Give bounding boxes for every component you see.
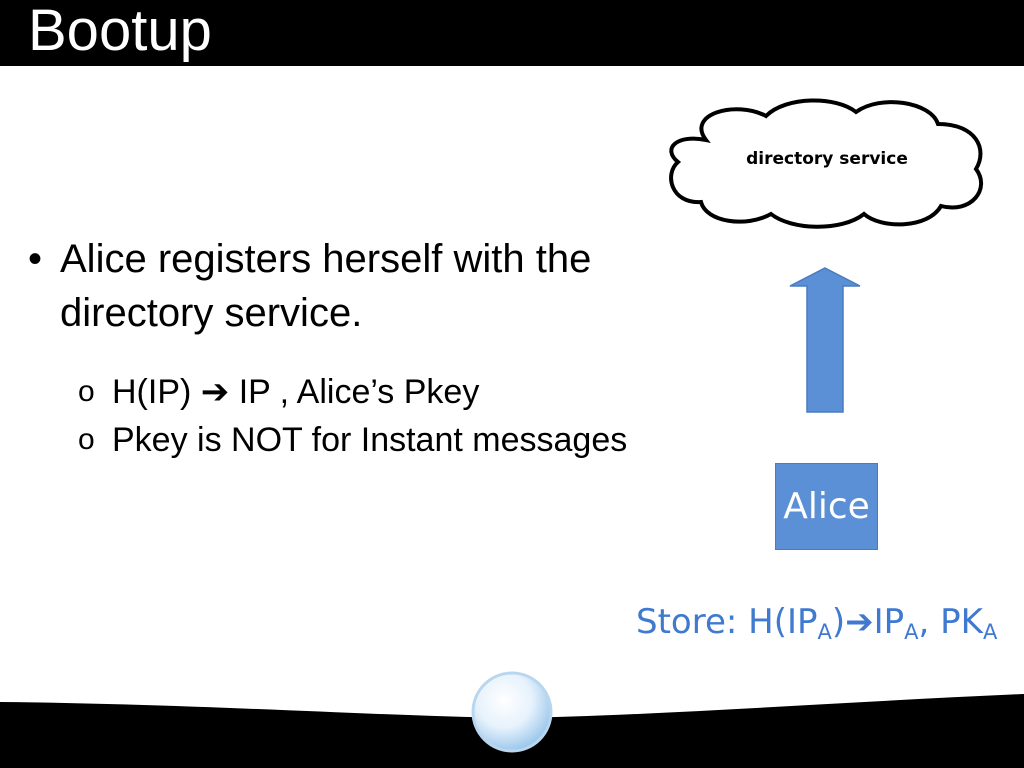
sub-bullet-item: o H(IP) ➔ IP , Alice’s Pkey	[78, 368, 728, 416]
alice-label: Alice	[783, 486, 870, 527]
circle-bullet-icon: o	[78, 375, 95, 408]
circle-bullet-icon: o	[78, 423, 95, 456]
bullet-list: • Alice registers herself with the direc…	[28, 232, 728, 464]
cloud-icon	[669, 98, 983, 229]
orb-icon	[471, 671, 553, 753]
sub-bullet-text: Pkey is NOT for Instant messages	[112, 421, 628, 459]
bullet-dot-icon: •	[28, 237, 43, 281]
store-subscript: A	[982, 620, 998, 644]
sub-bullet-item: o Pkey is NOT for Instant messages	[78, 416, 728, 464]
sub-bullet-text: H(IP) ➔ IP , Alice’s Pkey	[112, 373, 480, 411]
store-subscript: A	[904, 620, 919, 644]
cloud-label: directory service	[746, 149, 908, 169]
slide-title: Bootup	[28, 0, 212, 63]
up-arrow-icon	[789, 267, 861, 413]
sub-bullet-list: o H(IP) ➔ IP , Alice’s Pkey o Pkey is NO…	[28, 368, 728, 464]
store-mid: )➔IP	[831, 602, 905, 642]
bullet-text: Alice registers herself with the directo…	[60, 237, 592, 335]
title-bar: Bootup	[0, 0, 1024, 66]
alice-box: Alice	[775, 463, 878, 550]
store-prefix: Store: H(IP	[636, 602, 818, 642]
directory-service-cloud: directory service	[666, 94, 988, 230]
bullet-item: • Alice registers herself with the direc…	[28, 232, 728, 340]
store-tail: , PK	[918, 602, 983, 642]
store-subscript: A	[817, 620, 832, 644]
store-caption: Store: H(IPA)➔IPA, PKA	[636, 602, 997, 644]
